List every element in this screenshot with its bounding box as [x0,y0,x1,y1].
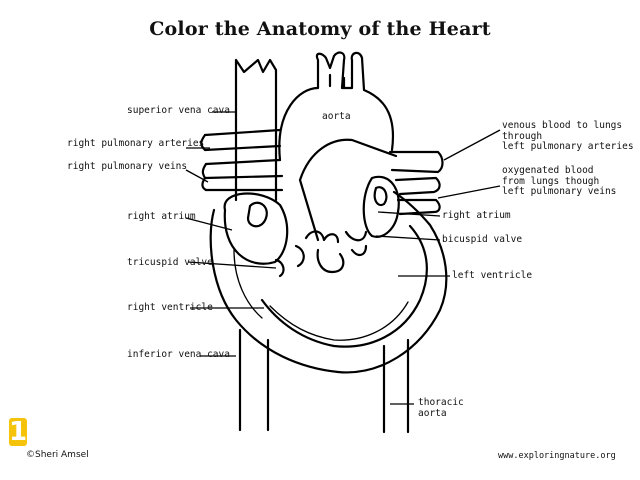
label-tricuspid-valve: tricuspid valve [127,257,213,268]
label-bicuspid-valve: bicuspid valve [442,234,523,245]
thoracic-aorta-shape [382,338,410,434]
copyright-text: ©Sheri Amsel [26,450,89,460]
label-inferior-vena-cava: inferior vena cava [127,349,230,360]
inferior-vena-cava-shape [238,328,270,432]
label-venous-blood: venous blood to lungs through left pulmo… [502,120,634,152]
label-left-ventricle: left ventricle [452,270,533,281]
bicuspid-valve-shape [344,230,368,256]
label-oxygenated-blood: oxygenated blood from lungs though left … [502,165,617,197]
left-atrium-shape [362,175,400,238]
label-right-ventricle: right ventricle [127,302,213,313]
left-pulmonary-veins-shape [394,176,441,216]
right-atrium-shape [223,192,289,265]
pulmonary-trunk-shape [298,138,398,242]
label-right-pulmonary-arteries: right pulmonary arteries [67,138,205,149]
label-thoracic-aorta: thoracic aorta [418,397,464,419]
number-badge: 1 [9,417,28,447]
website-text: www.exploringnature.org [498,451,616,461]
label-right-atrium-left: right atrium [127,211,196,222]
aorta-shape [278,51,394,162]
right-pulmonary-arteries-shape [203,128,284,192]
heart-outline-shape [209,190,448,374]
label-right-atrium-right: right atrium [442,210,511,221]
label-right-pulmonary-veins: right pulmonary veins [67,161,188,172]
page-title: Color the Anatomy of the Heart [149,18,491,40]
left-pulmonary-arteries-shape [388,150,444,174]
tricuspid-valve-shape [274,244,305,278]
septum-shape [260,224,428,348]
label-aorta: aorta [322,111,351,122]
pulmonary-valve-shape [304,230,340,244]
label-superior-vena-cava: superior vena cava [127,105,230,116]
